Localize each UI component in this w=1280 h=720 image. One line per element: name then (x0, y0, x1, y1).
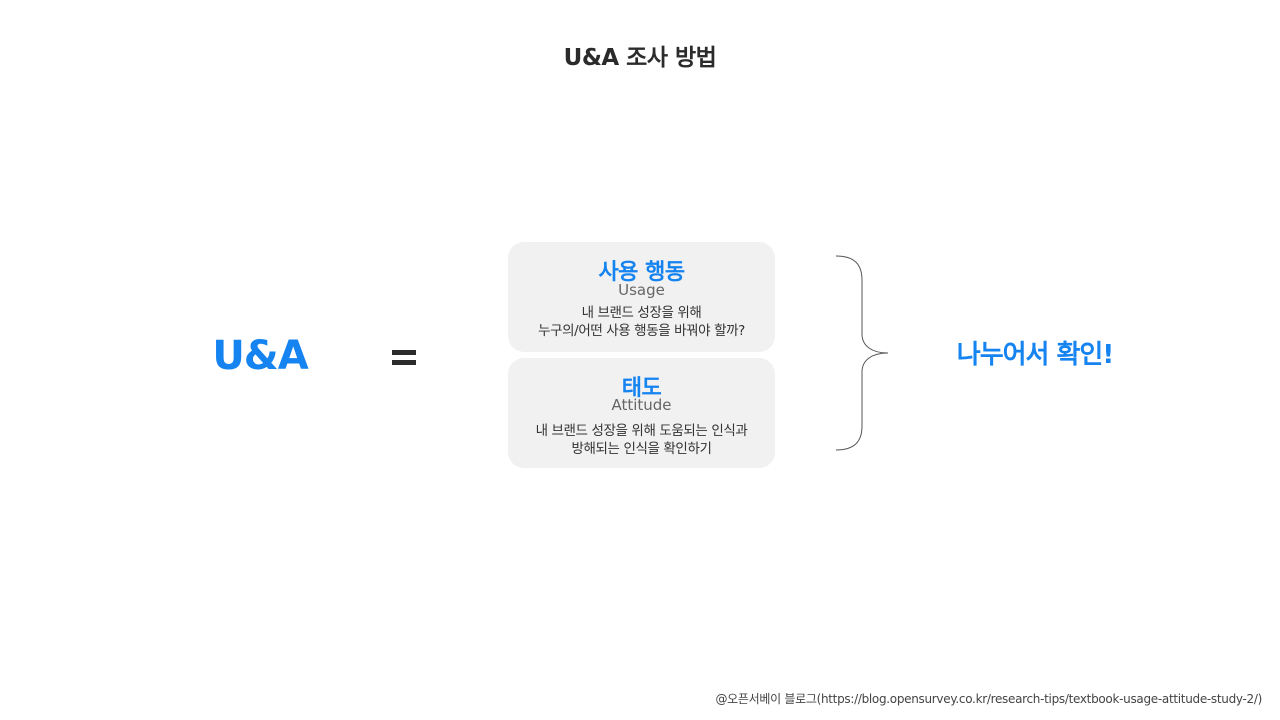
attitude-card-description-line: 내 브랜드 성장을 위해 도움되는 인식과 (535, 423, 748, 439)
attitude-card-description-line: 방해되는 인식을 확인하기 (571, 441, 712, 457)
usage-card-description-line: 내 브랜드 성장을 위해 (581, 305, 702, 321)
equals-bar-bottom (392, 360, 416, 365)
ua-term: U&A (212, 333, 308, 379)
usage-card: 사용 행동 Usage 내 브랜드 성장을 위해 누구의/어떤 사용 행동을 바… (508, 242, 775, 352)
usage-card-title: 사용 행동 (598, 260, 685, 285)
page-title: U&A 조사 방법 (563, 45, 717, 71)
result-label: 나누어서 확인! (956, 340, 1114, 370)
equals-bar-top (392, 350, 416, 355)
curly-brace-icon (835, 255, 889, 451)
usage-card-subtitle: Usage (618, 281, 665, 299)
equals-sign (384, 336, 424, 376)
attitude-card-description: 내 브랜드 성장을 위해 도움되는 인식과 방해되는 인식을 확인하기 (508, 422, 775, 458)
usage-card-description: 내 브랜드 성장을 위해 누구의/어떤 사용 행동을 바꿔야 할까? (508, 304, 775, 340)
attitude-card-subtitle: Attitude (611, 396, 672, 414)
attitude-card: 태도 Attitude 내 브랜드 성장을 위해 도움되는 인식과 방해되는 인… (508, 358, 775, 468)
source-credit: @오픈서베이 블로그(https://blog.opensurvey.co.kr… (715, 692, 1262, 706)
attitude-card-title: 태도 (621, 376, 662, 401)
usage-card-description-line: 누구의/어떤 사용 행동을 바꿔야 할까? (538, 323, 745, 339)
